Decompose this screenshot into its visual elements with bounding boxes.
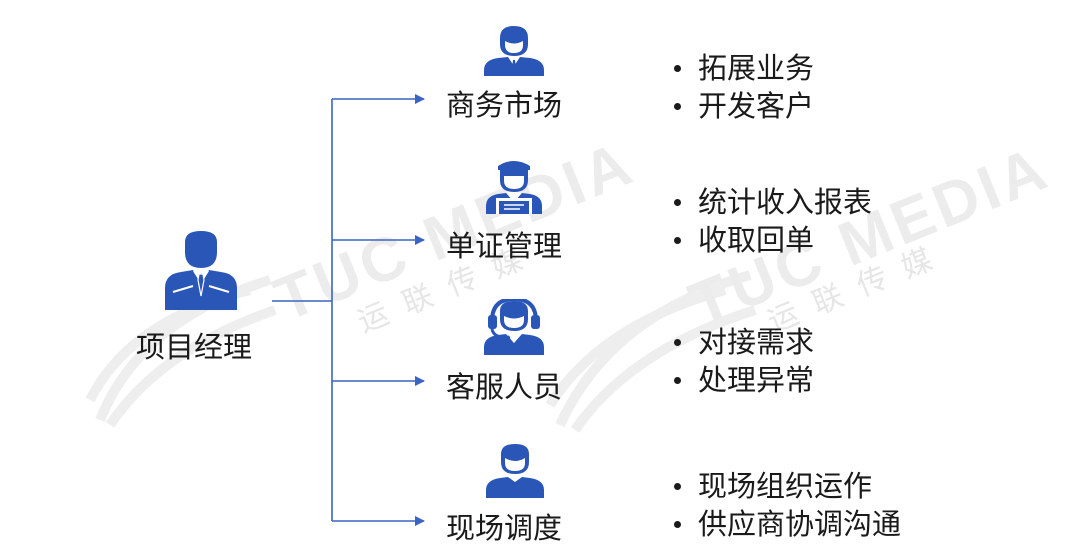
business-person-icon [484,26,544,76]
branch-label-business: 商务市场 [446,88,563,122]
branch-label-documents: 单证管理 [446,229,563,263]
branch-label-dispatch: 现场调度 [446,511,563,545]
documents-person-icon [486,161,542,214]
task-item: 拓展业务 [668,49,814,87]
headset-person-icon [484,299,544,355]
root-label: 项目经理 [136,330,253,364]
manager-person-icon [165,231,237,310]
task-item: 处理异常 [668,361,814,399]
watermark-swoosh-right [545,270,757,433]
task-item: 收取回单 [668,221,872,259]
task-item: 对接需求 [668,323,814,361]
dispatcher-person-icon [486,444,544,498]
task-item: 供应商协调沟通 [668,505,901,543]
task-item: 现场组织运作 [668,467,901,505]
task-list-documents: 统计收入报表 收取回单 [668,183,872,259]
task-list-customer-service: 对接需求 处理异常 [668,323,814,399]
task-list-business: 拓展业务 开发客户 [668,49,814,125]
task-item: 开发客户 [668,87,814,125]
task-list-dispatch: 现场组织运作 供应商协调沟通 [668,467,901,543]
task-item: 统计收入报表 [668,183,872,221]
branch-label-customer-service: 客服人员 [446,370,563,404]
